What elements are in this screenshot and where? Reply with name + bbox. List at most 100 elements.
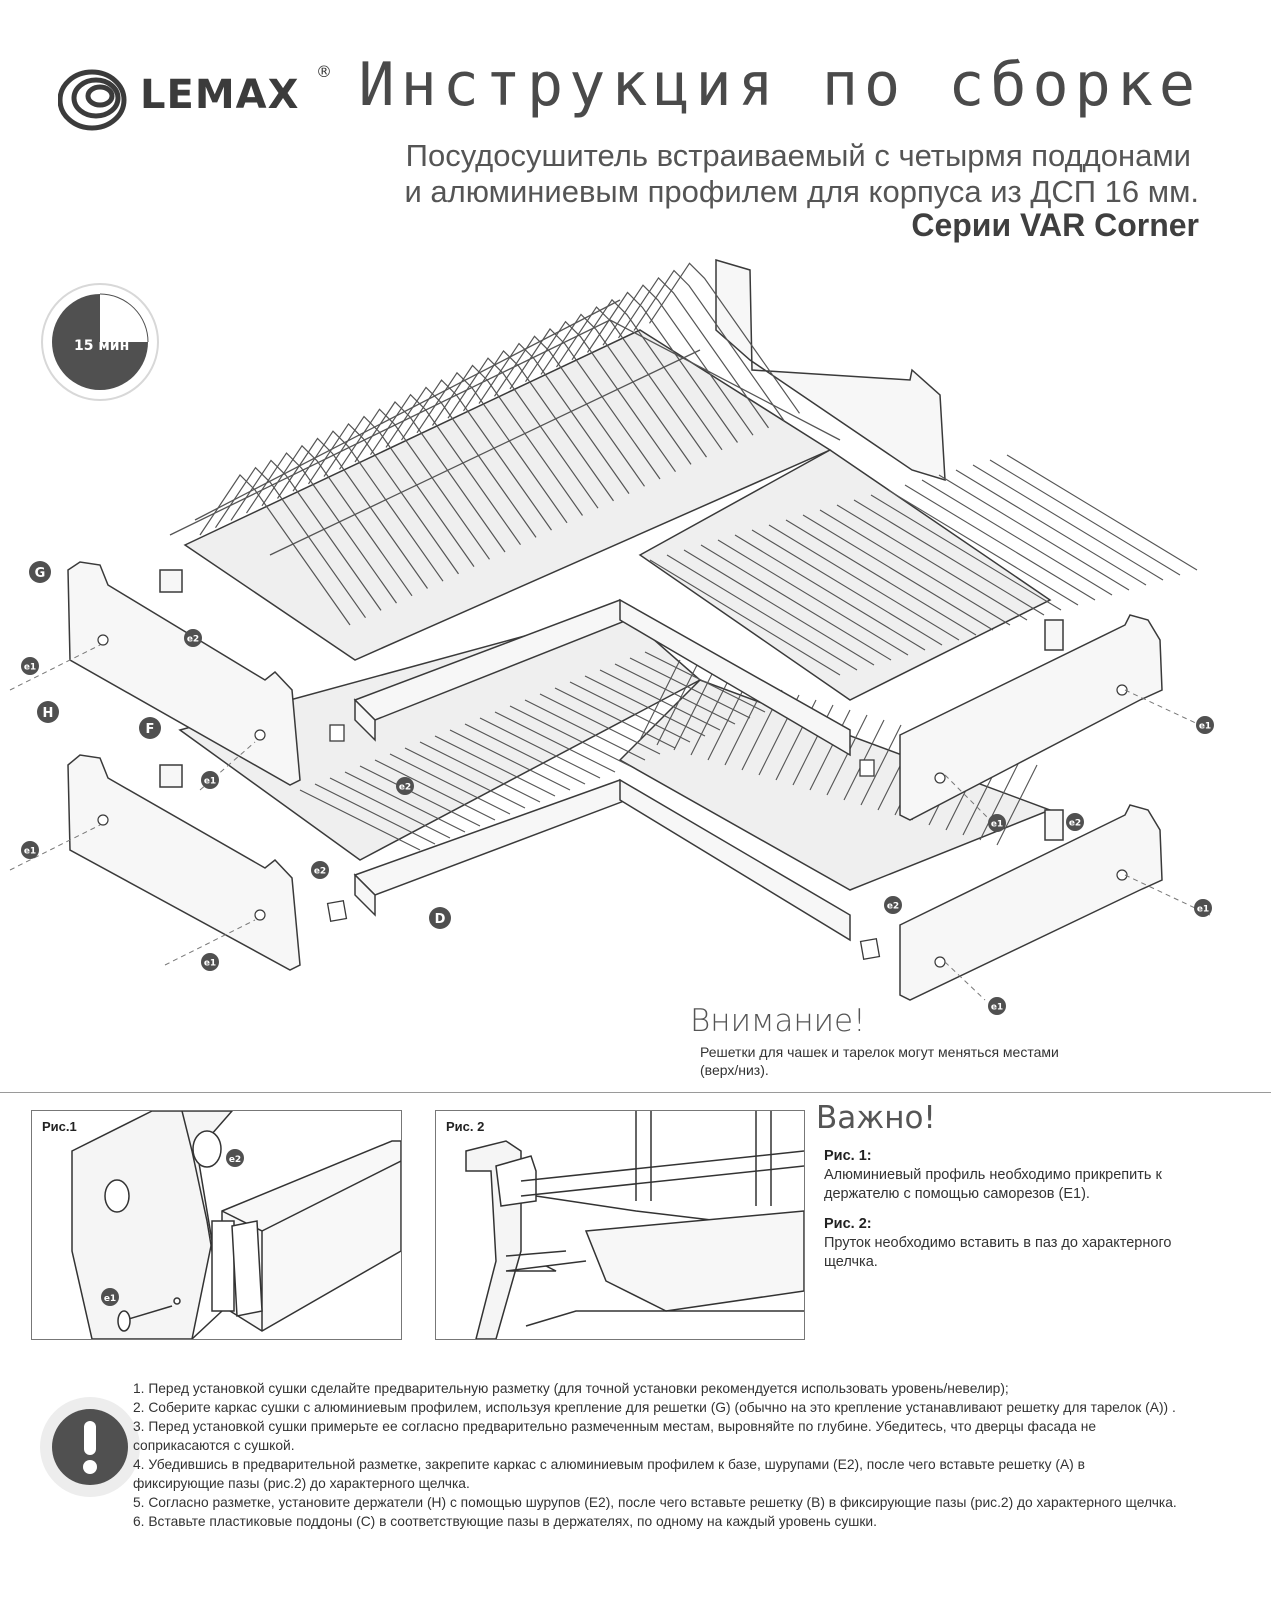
important-item-1-head: Рис. 1: — [824, 1148, 872, 1164]
holder-panel-right-lower — [899, 804, 1163, 1001]
plate-rack-wire — [246, 452, 397, 604]
cup-rack-wire — [853, 499, 1045, 616]
holder-panel-right-upper — [899, 614, 1163, 821]
cup-rack-wire-lower — [404, 747, 526, 809]
callout-badge-e1: e1 — [201, 953, 219, 971]
attention-line-1: Решетки для чашек и тарелок могут менять… — [700, 1044, 1059, 1060]
plate-rack-wire — [587, 291, 738, 443]
cup-rack-wire-lower — [419, 741, 541, 803]
callout-badge-label: e1 — [204, 959, 216, 969]
plate-rack-wire — [308, 422, 459, 575]
profile-d-front — [354, 873, 376, 917]
assembly-steps: 1. Перед установкой сушки сделайте предв… — [133, 1379, 1213, 1531]
cup-rack-wire-lower — [449, 729, 571, 791]
plate-rack-wire — [618, 276, 769, 429]
callout-badge-label: e2 — [1069, 819, 1081, 829]
cup-rack-wire — [938, 474, 1130, 591]
step-line: 6. Вставьте пластиковые поддоны (C) в со… — [133, 1514, 877, 1529]
cup-rack-wire-lower-right — [639, 659, 681, 741]
plate-rack-wire — [323, 415, 475, 567]
callout-badge-e2: e2 — [396, 777, 414, 795]
cup-rack-wire-lower — [374, 759, 496, 821]
cup-rack-wire — [751, 529, 943, 646]
callout-badge-label: e1 — [1199, 722, 1211, 732]
callout-badge-d: D — [429, 907, 451, 929]
important-title: Важно! — [816, 1100, 936, 1136]
cup-rack-wire — [921, 479, 1113, 596]
profile-right-upper — [619, 598, 851, 757]
plate-rack-wire — [385, 386, 537, 538]
plate-rack-wire — [494, 335, 645, 487]
cup-rack-wire-lower-right — [656, 664, 698, 746]
figure-1: Рис.1 e2 e1 — [31, 1110, 402, 1340]
holder-panel-h — [67, 754, 301, 971]
brand-name: LEMAX — [140, 72, 300, 118]
step-line: фиксирующие пазы (рис.2) до характерного… — [133, 1476, 470, 1491]
tray-upper-right — [638, 449, 1052, 701]
callout-badge-label: e1 — [24, 663, 36, 673]
plate-rack-wire — [649, 262, 800, 414]
callout-badge-label: e2 — [187, 635, 199, 645]
step-line: 3. Перед установкой сушки примерьте ее с… — [133, 1419, 1097, 1434]
subtitle-line-2: и алюминиевым профилем для корпуса из ДС… — [404, 174, 1200, 209]
callout-badge-label: e1 — [1197, 905, 1209, 915]
callout-badge-h: H — [37, 701, 59, 723]
profile-right-lower — [619, 778, 851, 942]
plate-rack-wire — [478, 342, 630, 494]
plate-rack-wire — [354, 401, 506, 553]
callout-badge-label: e2 — [399, 783, 411, 793]
figure-2-drawing — [465, 1111, 804, 1339]
cup-rack-wire-lower — [434, 735, 556, 797]
callout-badge-g: G — [29, 561, 51, 583]
fig1-badge-e1: e1 — [104, 1294, 116, 1304]
cup-rack-wire — [819, 509, 1011, 626]
cup-rack-wire — [989, 459, 1181, 576]
plate-rack-wire — [447, 357, 599, 509]
callout-badge-label: D — [435, 912, 446, 927]
important-item-2-line-1: Пруток необходимо вставить в паз до хара… — [824, 1235, 1172, 1251]
important-item-2-head: Рис. 2: — [824, 1216, 872, 1232]
attention-title: Внимание! — [690, 1003, 866, 1039]
step-line: соприкасаются с сушкой. — [133, 1438, 295, 1453]
section-divider — [0, 1092, 1271, 1093]
fig1-badge-e2: e2 — [229, 1155, 241, 1165]
callout-badge-label: e2 — [314, 867, 326, 877]
step-line: 5. Согласно разметке, установите держате… — [133, 1495, 1177, 1510]
cup-rack-wire — [870, 494, 1062, 611]
figure-1-drawing: e2 e1 — [71, 1111, 401, 1339]
page-title: Инструкция по сборке — [358, 50, 1201, 120]
plate-rack-wire — [261, 444, 413, 597]
attention-line-2: (верх/низ). — [700, 1062, 769, 1078]
attention-text: Решетки для чашек и тарелок могут менять… — [700, 1043, 1120, 1079]
cup-rack-wire — [887, 489, 1079, 606]
profile-upper-front — [354, 698, 376, 742]
cup-rack-wire — [734, 534, 926, 651]
cup-rack-wire-lower-right — [690, 674, 732, 756]
holder-panel-g — [67, 561, 301, 786]
important-item-1-line-2: держателю с помощью саморезов (E1). — [824, 1186, 1090, 1202]
callout-badge-e1: e1 — [988, 814, 1006, 832]
figure-1-label: Рис.1 — [42, 1119, 77, 1134]
callout-badge-label: e1 — [24, 847, 36, 857]
cup-rack-wire-lower — [464, 723, 586, 785]
cup-rack-wire-lower — [524, 699, 646, 761]
callout-badge-e1: e1 — [1194, 899, 1212, 917]
figure-2: Рис. 2 — [435, 1110, 805, 1340]
callout-badge-e2: e2 — [184, 629, 202, 647]
important-item-1-line-1: Алюминиевый профиль необходимо прикрепит… — [824, 1167, 1162, 1183]
plate-rack-wire — [199, 474, 351, 626]
plate-rack-wire — [401, 379, 552, 531]
subtitle-line-1: Посудосушитель встраиваемый с четырмя по… — [405, 138, 1191, 173]
cup-rack-wire-lower-right — [996, 764, 1038, 846]
plate-rack-wire — [277, 437, 428, 589]
cup-rack-wire — [785, 519, 977, 636]
plate-rack-wire — [633, 269, 785, 421]
callout-badge-label: e1 — [204, 777, 216, 787]
plate-rack-wire — [215, 466, 366, 619]
cup-rack-wire-lower — [629, 657, 751, 719]
cup-rack-wire-lower — [329, 777, 451, 839]
cup-rack-wire-lower — [494, 711, 616, 773]
cup-rack-wire-lower — [389, 753, 511, 815]
holder-panel-top-right — [715, 258, 946, 482]
timer-label: 15 мин — [74, 338, 130, 354]
